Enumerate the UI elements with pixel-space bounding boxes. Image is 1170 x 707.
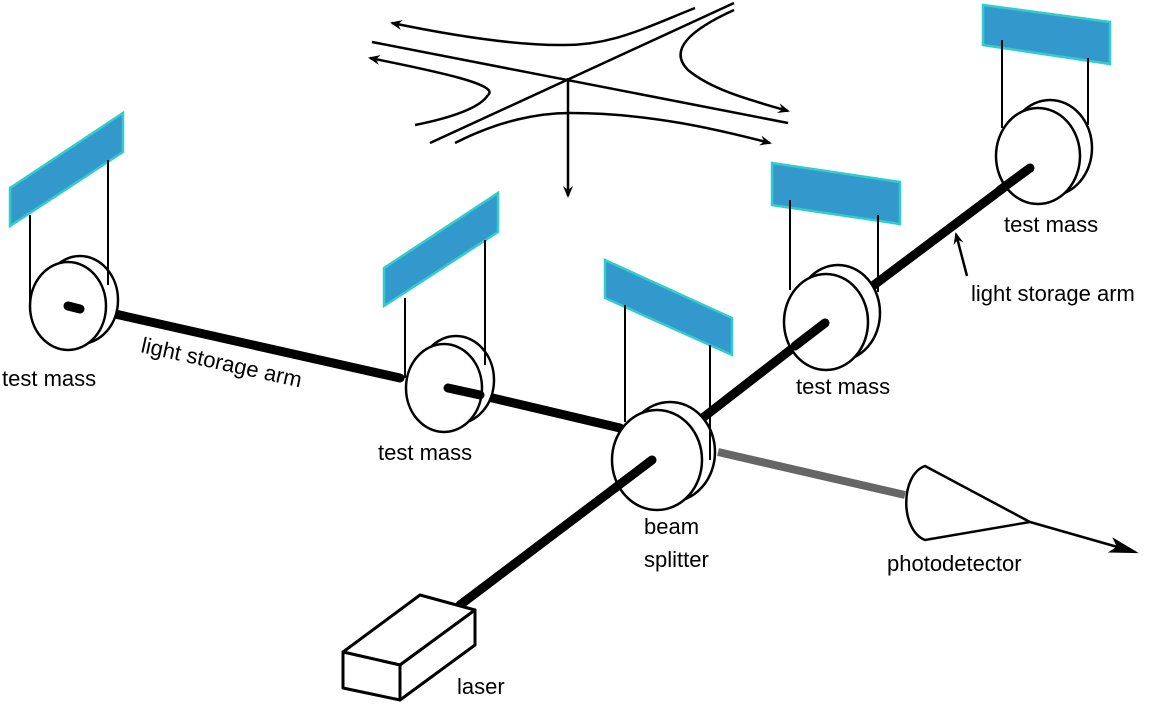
label-test-mass-mid-left: test mass: [378, 440, 472, 465]
test-mass-far-right: [994, 40, 1094, 206]
photodetector-icon: [905, 464, 1139, 554]
label-beam-splitter-2: splitter: [644, 547, 709, 572]
arm-pointer-arrow: [953, 232, 969, 277]
label-arm-right: light storage arm: [971, 281, 1135, 306]
label-test-mass-far-left: test mass: [2, 366, 96, 391]
plate-far-right: [981, 3, 1112, 66]
laser-box: [341, 593, 477, 702]
label-beam-splitter-1: beam: [644, 514, 699, 539]
plate-far-left: [8, 110, 125, 229]
beam-splitter: [610, 305, 717, 512]
plate-beam-splitter: [603, 258, 734, 357]
test-mass-far-left: [28, 160, 120, 352]
plate-near-right: [770, 161, 902, 226]
plate-mid-left: [382, 190, 500, 309]
test-mass-near-right: [782, 200, 882, 372]
test-mass-mid-left: [404, 240, 496, 434]
suspension-plates: [8, 3, 1112, 357]
label-test-mass-near-right: test mass: [796, 374, 890, 399]
gravitational-wave-symbol: [368, 1, 790, 198]
label-test-mass-far-right: test mass: [1004, 212, 1098, 237]
label-laser: laser: [457, 674, 505, 699]
label-photodetector: photodetector: [887, 551, 1022, 576]
